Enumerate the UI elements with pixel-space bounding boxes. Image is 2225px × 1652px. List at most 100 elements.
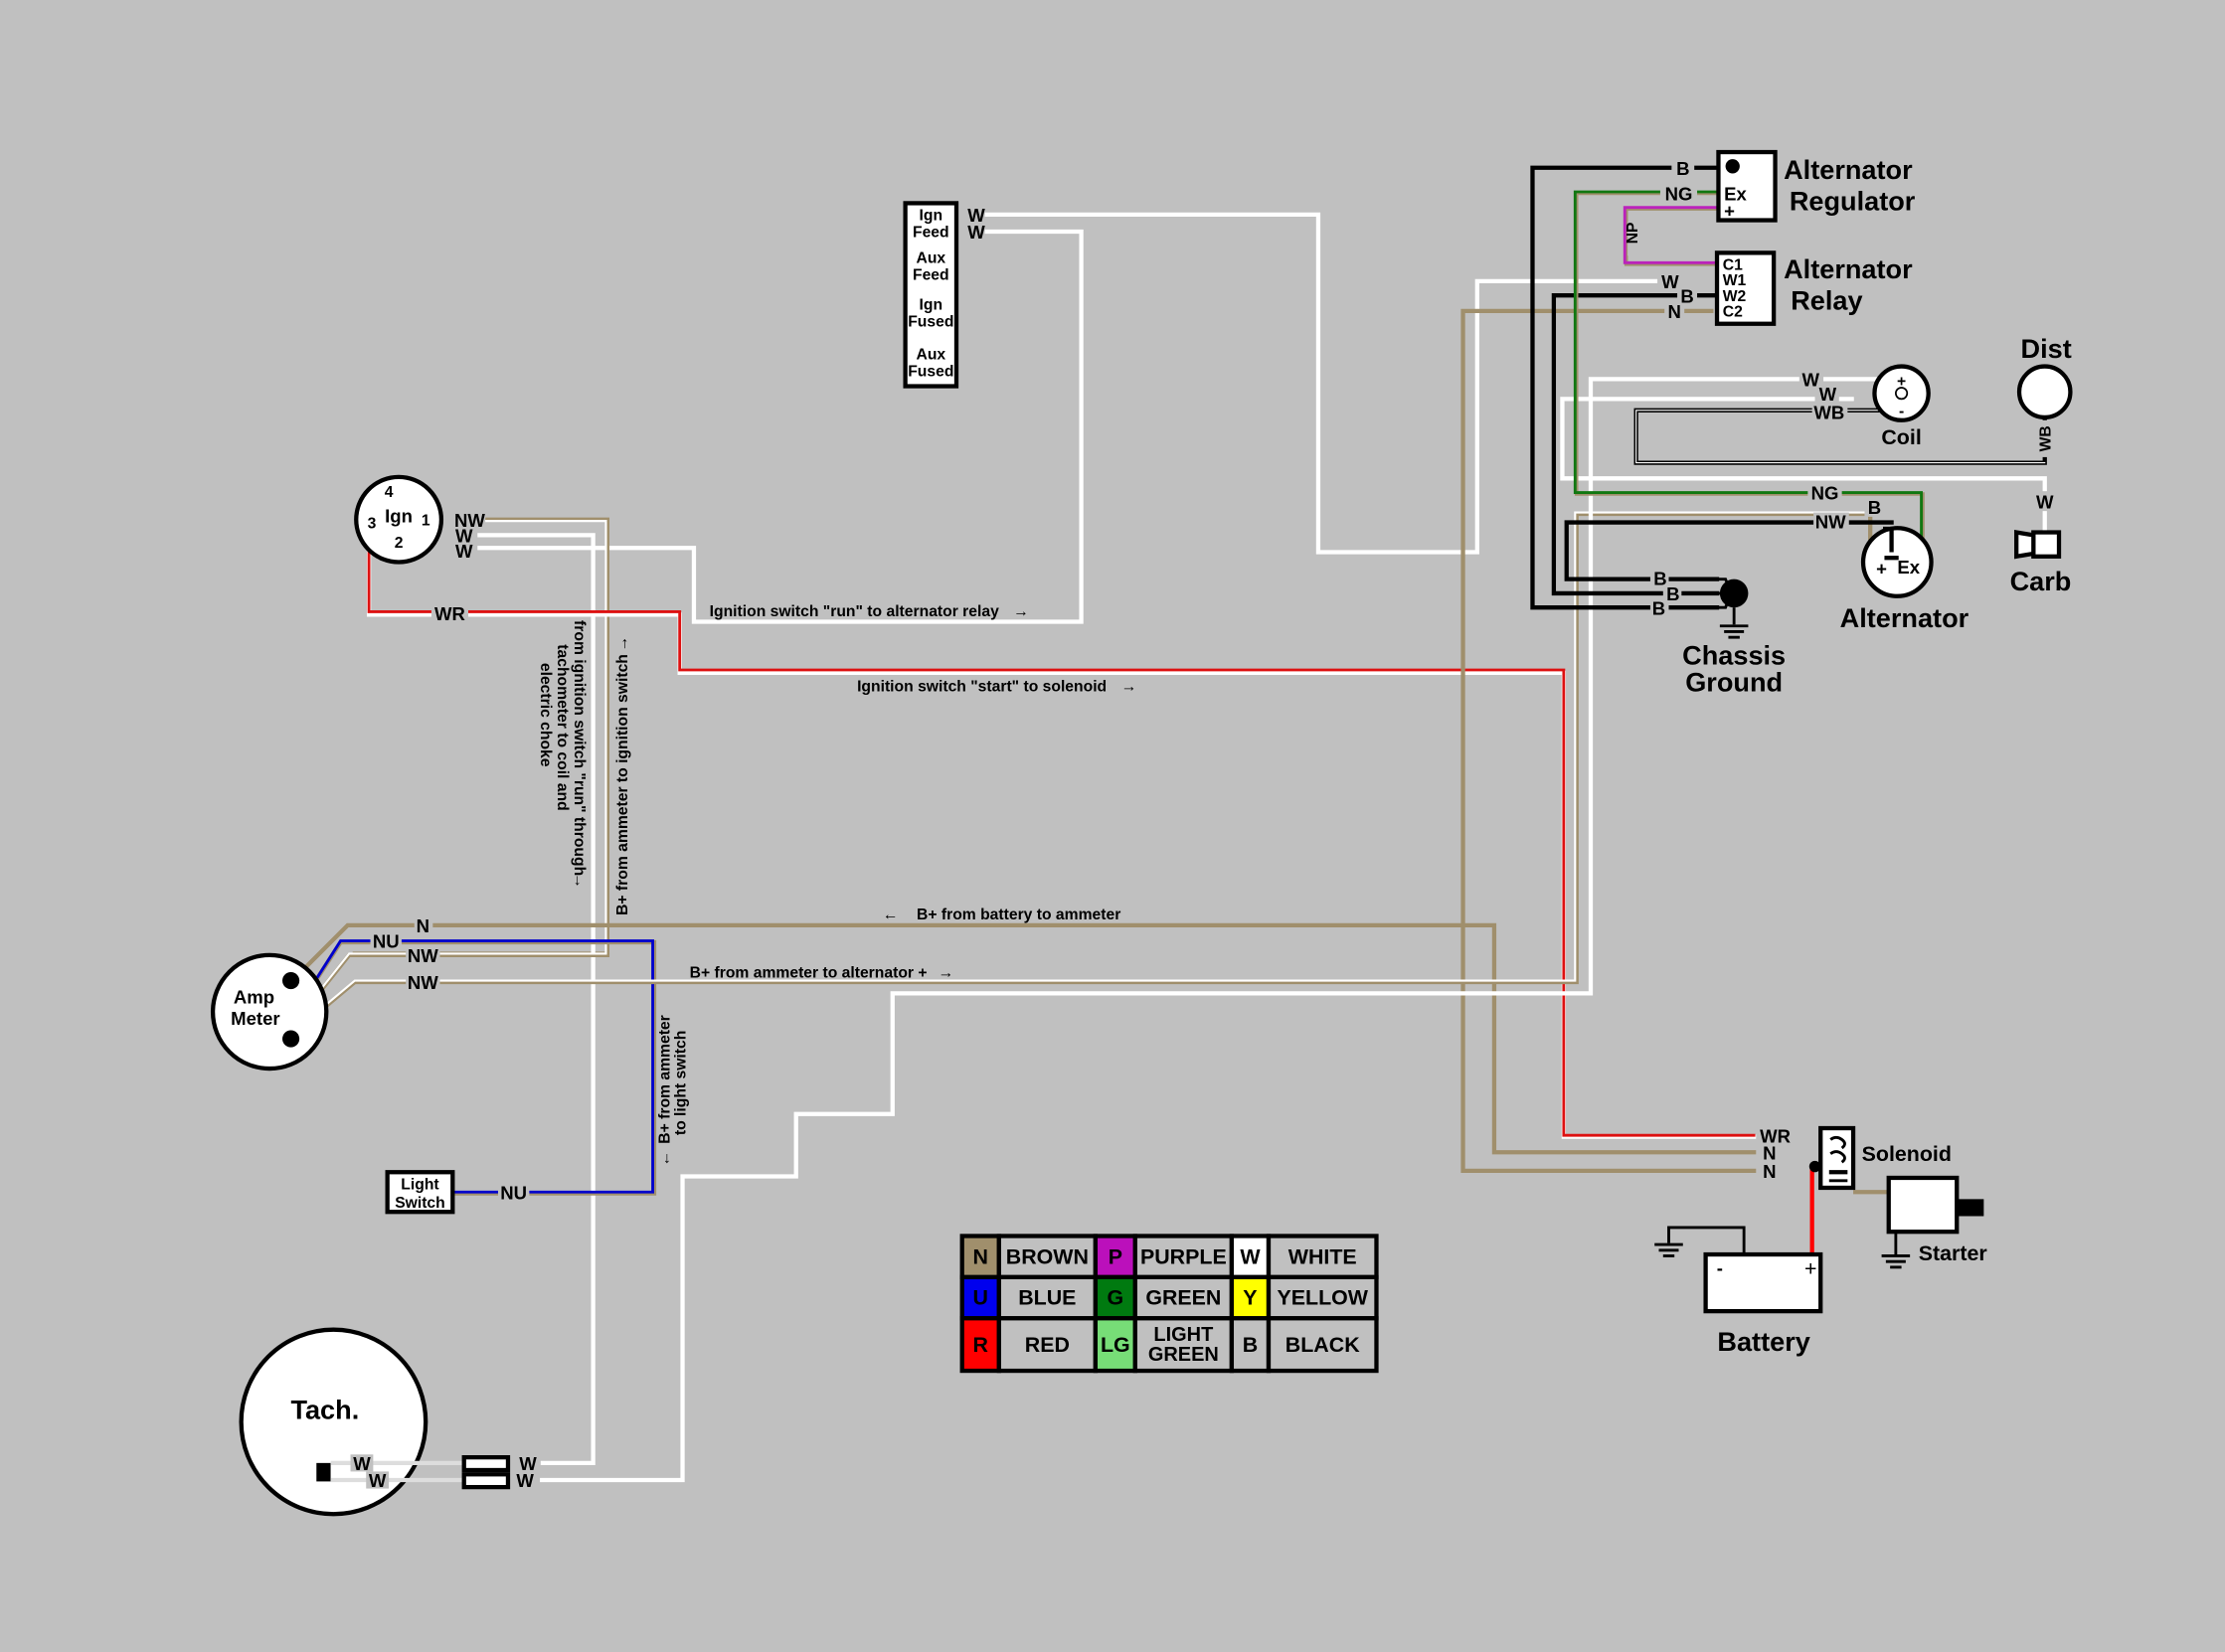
alternator-regulator[interactable]: Ex + Alternator Regulator xyxy=(1716,149,1916,223)
svg-text:Ground: Ground xyxy=(1685,666,1783,697)
wire-labels xyxy=(350,157,2057,1489)
distributor[interactable]: Dist xyxy=(2016,333,2073,420)
coil[interactable]: + - Coil xyxy=(1872,364,1931,450)
legend-code: P xyxy=(1109,1244,1122,1268)
svg-text:1: 1 xyxy=(422,512,430,529)
svg-text:Battery: Battery xyxy=(1717,1326,1809,1357)
svg-text:NP: NP xyxy=(1625,222,1641,244)
svg-text:→: → xyxy=(938,965,953,982)
legend-code: W xyxy=(1240,1244,1261,1268)
svg-text:W: W xyxy=(967,222,985,243)
svg-text:Aux: Aux xyxy=(916,249,945,266)
legend-swatch-b xyxy=(1229,1316,1272,1374)
svg-text:→: → xyxy=(614,636,631,652)
legend-code: U xyxy=(973,1286,988,1310)
svg-text:W: W xyxy=(1801,370,1819,391)
ignition-switch[interactable]: Ign 4 1 3 2 xyxy=(354,474,444,565)
amp-meter[interactable]: Amp Meter xyxy=(210,952,329,1072)
svg-text:Ignition switch "start" to sol: Ignition switch "start" to solenoid xyxy=(857,678,1107,695)
wire-nw-ammeter-ign xyxy=(290,952,610,1028)
svg-text:B: B xyxy=(1676,158,1689,179)
svg-text:from ignition switch "run" thr: from ignition switch "run" through xyxy=(571,620,588,876)
svg-text:Dist: Dist xyxy=(2021,333,2072,364)
legend-name: PURPLE xyxy=(1140,1244,1227,1268)
carburetor[interactable]: Carb xyxy=(2010,530,2072,597)
svg-text:NU: NU xyxy=(373,931,400,952)
legend-code: Y xyxy=(1243,1286,1257,1310)
svg-text:→: → xyxy=(571,873,588,889)
svg-text:WR: WR xyxy=(434,603,466,624)
svg-text:N: N xyxy=(417,915,429,936)
starter[interactable]: Starter xyxy=(1881,1175,1987,1269)
legend-swatch-lg xyxy=(1093,1316,1137,1374)
legend-name-cell xyxy=(996,1316,1099,1374)
svg-text:B+ from ammeter to ignition sw: B+ from ammeter to ignition switch xyxy=(614,654,631,915)
svg-text:N: N xyxy=(1763,1161,1776,1182)
svg-text:+: + xyxy=(1724,201,1735,222)
svg-text:B: B xyxy=(1666,583,1679,604)
svg-text:←: ← xyxy=(883,907,899,923)
svg-text:Ign: Ign xyxy=(920,296,943,313)
svg-text:W: W xyxy=(369,1470,387,1491)
battery[interactable]: - + Battery xyxy=(1654,1226,1823,1357)
svg-text:W2: W2 xyxy=(1723,288,1747,305)
legend-name-cell xyxy=(1132,1316,1235,1374)
svg-text:+: + xyxy=(1897,374,1906,391)
svg-text:→: → xyxy=(1013,603,1029,620)
wire-ign-w-to-tach xyxy=(477,533,596,1465)
svg-text:-: - xyxy=(1717,1257,1723,1278)
solenoid[interactable]: Solenoid xyxy=(1808,1125,1952,1191)
svg-text:C2: C2 xyxy=(1723,304,1743,321)
svg-text:Fused: Fused xyxy=(908,364,953,381)
svg-text:4: 4 xyxy=(385,484,394,501)
svg-text:B: B xyxy=(1653,568,1666,588)
legend-name: GREEN xyxy=(1145,1286,1221,1310)
svg-text:NG: NG xyxy=(1665,184,1693,205)
svg-text:NW: NW xyxy=(1815,511,1846,532)
svg-text:N: N xyxy=(1763,1142,1776,1163)
alternator[interactable]: + Ex Alternator xyxy=(1840,526,1969,633)
chassis-ground: Chassis Ground xyxy=(1682,578,1786,697)
svg-text:W: W xyxy=(2036,491,2054,512)
wire-fuse-ign-feed-upper xyxy=(983,212,1663,555)
wire-wr-start xyxy=(366,527,1757,1139)
alternator-relay[interactable]: C1 W1 W2 C2 Alternator Relay xyxy=(1714,250,1913,326)
wire-b-relay-ground xyxy=(1551,293,1723,596)
svg-text:Regulator: Regulator xyxy=(1790,186,1916,217)
svg-text:B: B xyxy=(1868,497,1881,518)
svg-text:+: + xyxy=(1804,1256,1817,1280)
wire-np-reg-relay xyxy=(1623,206,1722,266)
wire-fuse-ign-feed-lower xyxy=(477,229,1084,624)
svg-text:Ign: Ign xyxy=(920,208,943,225)
legend-code: R xyxy=(973,1333,989,1357)
svg-text:Ex: Ex xyxy=(1724,184,1747,205)
svg-text:Ignition switch "run" to alter: Ignition switch "run" to alternator rela… xyxy=(710,603,999,620)
svg-text:W: W xyxy=(967,205,985,226)
wire-ng-reg-alt xyxy=(1573,190,1925,559)
svg-text:Meter: Meter xyxy=(231,1008,279,1029)
fuse-box[interactable]: Ign Feed Aux Feed Ign Fused Aux Fused xyxy=(903,201,959,389)
svg-text:Relay: Relay xyxy=(1791,284,1862,315)
legend-name: BLACK xyxy=(1285,1333,1360,1357)
svg-text:Solenoid: Solenoid xyxy=(1862,1142,1952,1166)
tachometer[interactable]: Tach. xyxy=(239,1327,469,1517)
svg-text:tachometer to coil and: tachometer to coil and xyxy=(554,644,571,810)
legend-swatch-w xyxy=(1229,1234,1272,1280)
legend-code: G xyxy=(1108,1286,1124,1310)
light-switch[interactable]: Light Switch xyxy=(385,1170,455,1215)
svg-text:-: - xyxy=(1899,404,1904,420)
svg-text:WB: WB xyxy=(1813,402,1844,422)
svg-text:W: W xyxy=(516,1470,534,1491)
svg-text:Chassis: Chassis xyxy=(1682,639,1786,670)
svg-text:W: W xyxy=(455,526,473,547)
svg-text:Alternator: Alternator xyxy=(1784,253,1913,284)
svg-text:3: 3 xyxy=(368,515,377,532)
svg-text:Light: Light xyxy=(401,1176,439,1193)
legend-name: WHITE xyxy=(1288,1244,1357,1268)
svg-text:2: 2 xyxy=(395,535,404,552)
wire-b-alt-ground xyxy=(1564,520,1894,581)
svg-text:W: W xyxy=(353,1453,371,1474)
legend-name: BROWN xyxy=(1006,1244,1089,1268)
svg-text:NW: NW xyxy=(408,972,438,993)
svg-text:Switch: Switch xyxy=(395,1195,445,1212)
